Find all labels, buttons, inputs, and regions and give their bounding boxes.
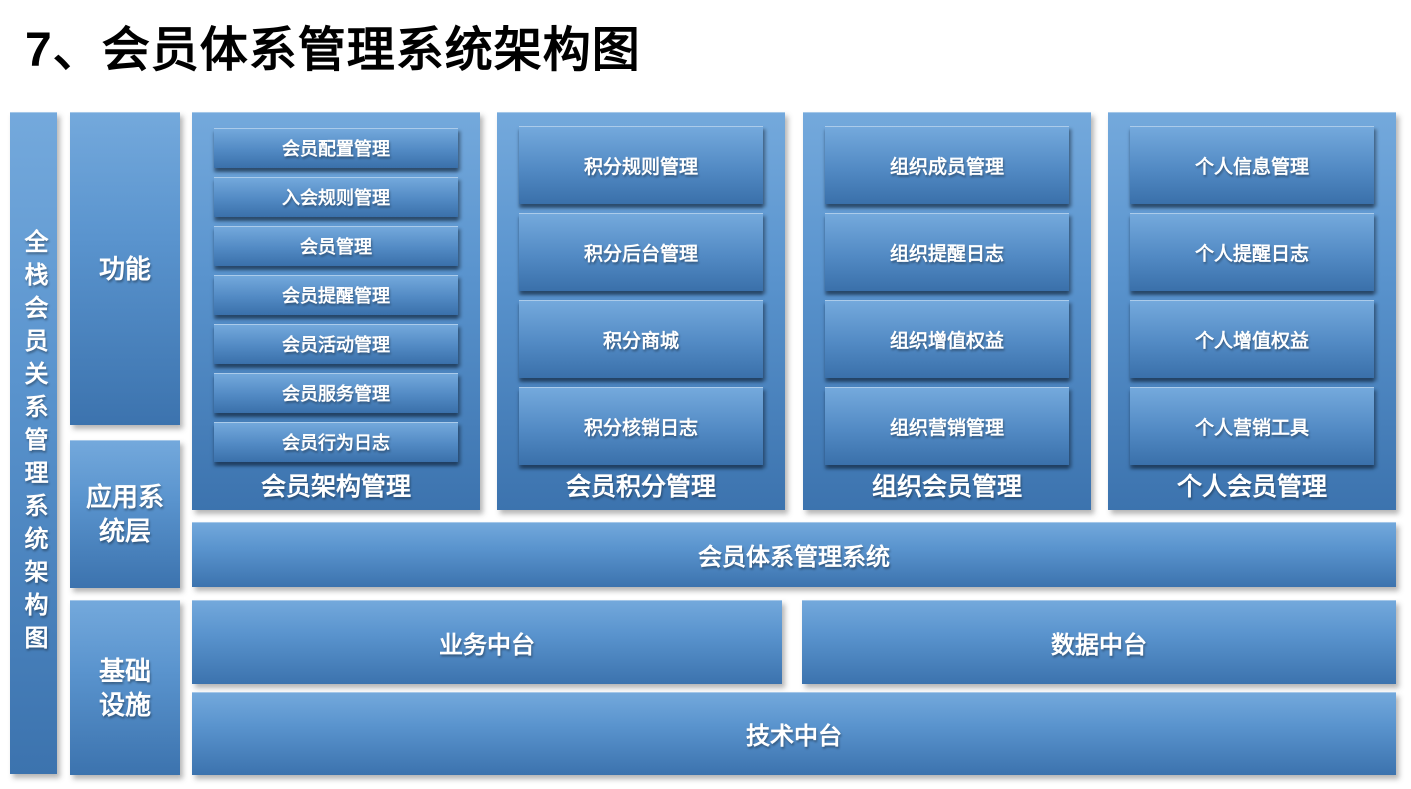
module-button: 组织成员管理 — [825, 126, 1069, 204]
tech-platform-bar: 技术中台 — [192, 692, 1396, 775]
layer-application-system: 应用系 统层 — [70, 440, 180, 588]
module-button: 会员活动管理 — [214, 324, 458, 364]
module-button: 会员行为日志 — [214, 422, 458, 462]
module-button: 积分后台管理 — [519, 213, 763, 291]
group-label: 会员积分管理 — [565, 473, 716, 501]
module-button: 组织增值权益 — [825, 300, 1069, 378]
data-platform-bar: 数据中台 — [802, 600, 1396, 684]
group-items: 个人信息管理 个人提醒日志 个人增值权益 个人营销工具 — [1108, 112, 1396, 465]
module-button: 会员配置管理 — [214, 128, 458, 168]
module-button: 入会规则管理 — [214, 177, 458, 217]
module-button: 积分商城 — [519, 300, 763, 378]
module-button: 会员服务管理 — [214, 373, 458, 413]
module-button: 个人提醒日志 — [1130, 213, 1374, 291]
group-member-points: 积分规则管理 积分后台管理 积分商城 积分核销日志 会员积分管理 — [497, 112, 785, 510]
module-button: 积分规则管理 — [519, 126, 763, 204]
layer-infrastructure: 基础 设施 — [70, 600, 180, 775]
business-platform-bar: 业务中台 — [192, 600, 782, 684]
group-items: 会员配置管理 入会规则管理 会员管理 会员提醒管理 会员活动管理 会员服务管理 … — [192, 112, 480, 462]
side-label-bar: 全栈会员关系管理系统架构图 — [10, 112, 57, 774]
module-button: 组织提醒日志 — [825, 213, 1069, 291]
group-personal-member: 个人信息管理 个人提醒日志 个人增值权益 个人营销工具 个人会员管理 — [1108, 112, 1396, 510]
module-button: 积分核销日志 — [519, 387, 763, 465]
group-organization-member: 组织成员管理 组织提醒日志 组织增值权益 组织营销管理 组织会员管理 — [803, 112, 1091, 510]
group-label: 会员架构管理 — [260, 473, 411, 501]
module-button: 个人增值权益 — [1130, 300, 1374, 378]
module-button: 组织营销管理 — [825, 387, 1069, 465]
module-button: 个人信息管理 — [1130, 126, 1374, 204]
module-button: 会员提醒管理 — [214, 275, 458, 315]
group-items: 积分规则管理 积分后台管理 积分商城 积分核销日志 — [497, 112, 785, 465]
module-button: 个人营销工具 — [1130, 387, 1374, 465]
group-label: 个人会员管理 — [1176, 473, 1327, 501]
module-button: 会员管理 — [214, 226, 458, 266]
side-label-text: 全栈会员关系管理系统架构图 — [20, 228, 47, 658]
group-member-architecture: 会员配置管理 入会规则管理 会员管理 会员提醒管理 会员活动管理 会员服务管理 … — [192, 112, 480, 510]
group-label: 组织会员管理 — [871, 473, 1022, 501]
layer-function: 功能 — [70, 112, 180, 425]
system-bar: 会员体系管理系统 — [192, 522, 1396, 587]
group-items: 组织成员管理 组织提醒日志 组织增值权益 组织营销管理 — [803, 112, 1091, 465]
page-title: 7、会员体系管理系统架构图 — [25, 24, 641, 77]
